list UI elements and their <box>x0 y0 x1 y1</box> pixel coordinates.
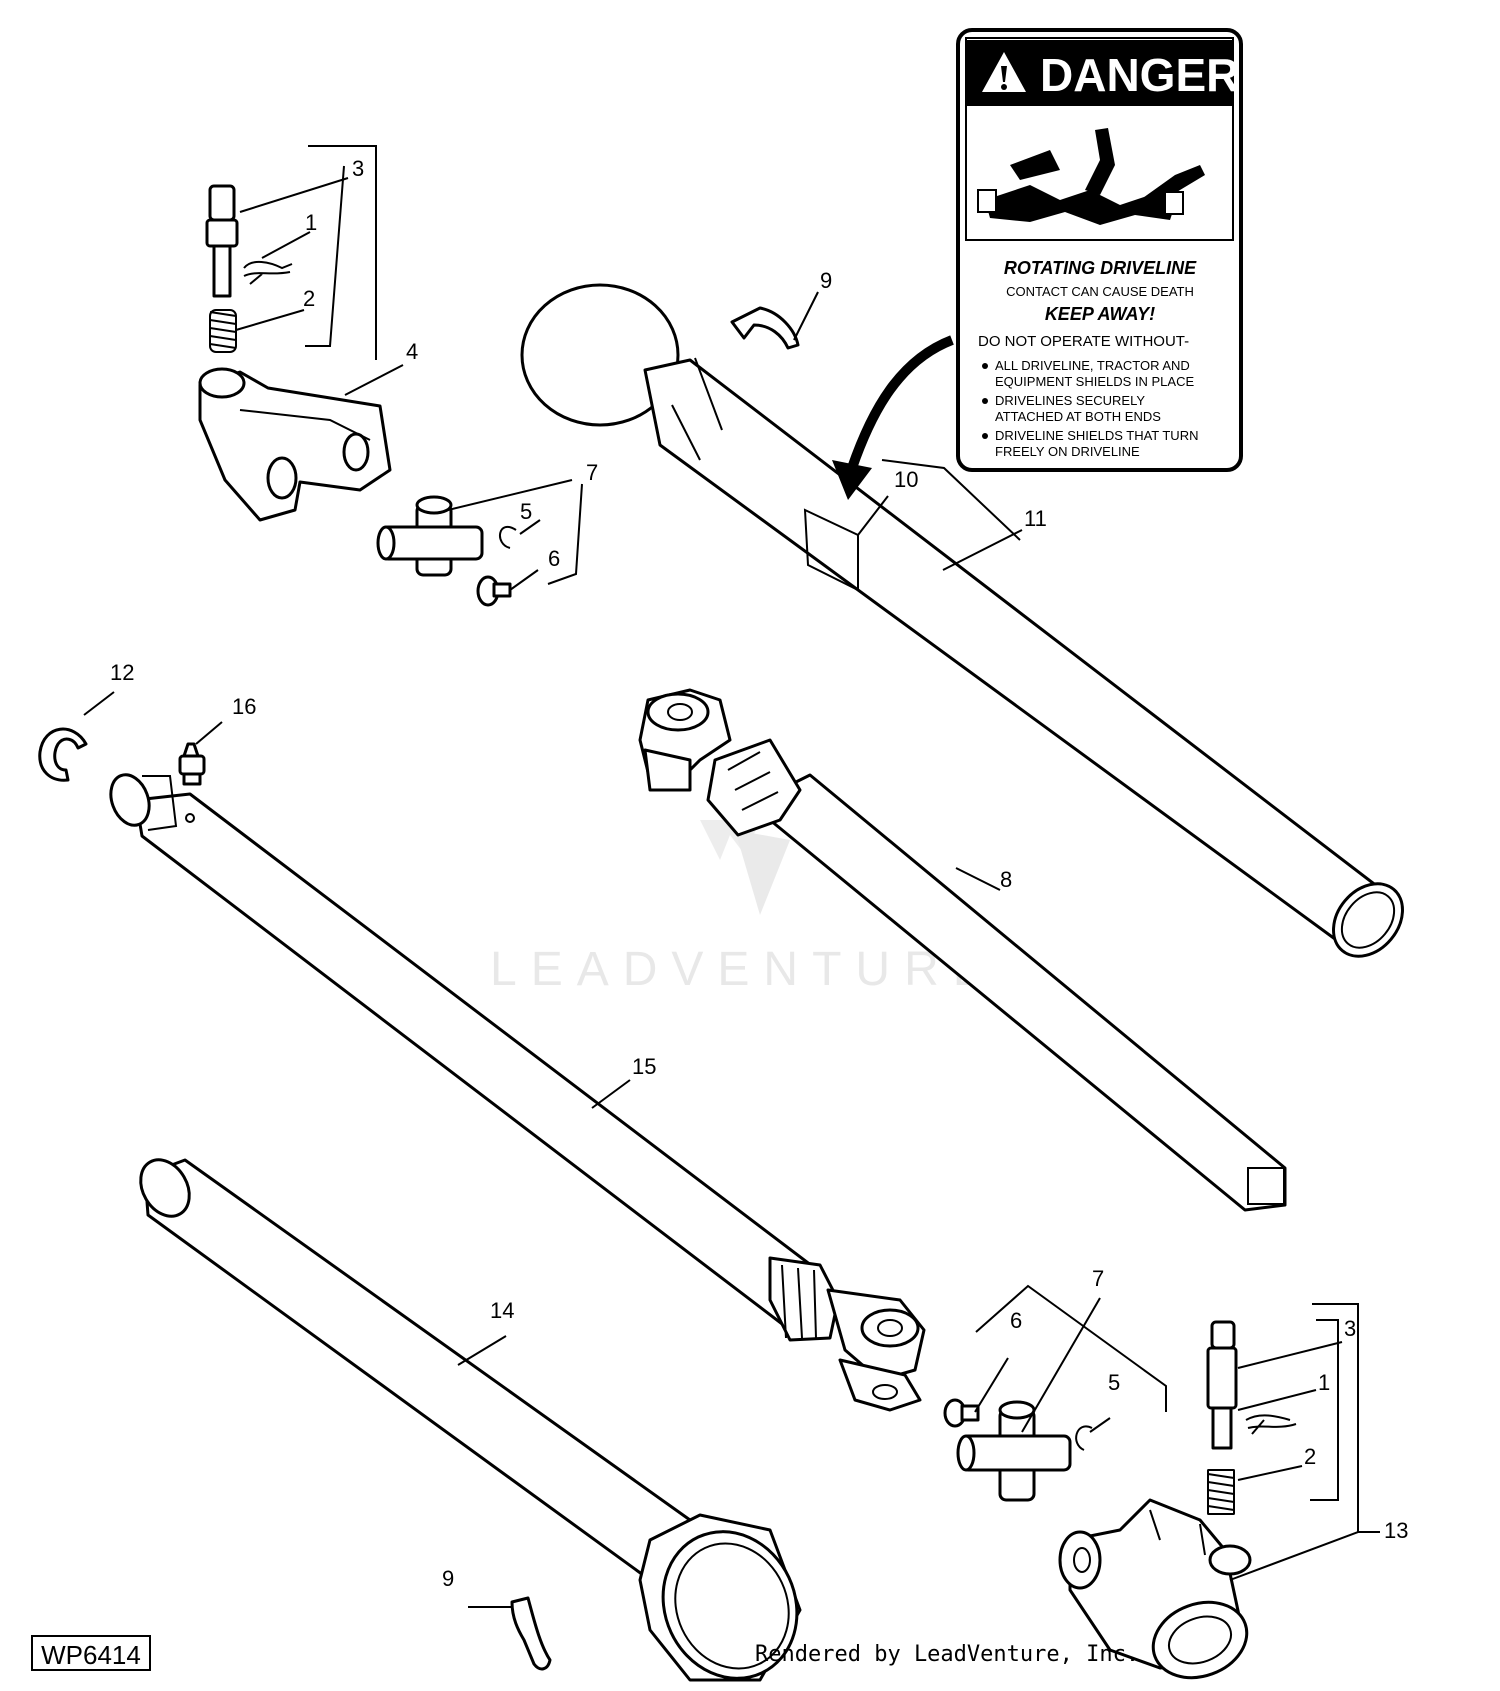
clip <box>243 261 293 285</box>
danger-line1: CONTACT CAN CAUSE DEATH <box>1006 284 1194 299</box>
grease-fitting-6a <box>476 575 512 607</box>
danger-do-not: DO NOT OPERATE WITHOUT- <box>978 333 1189 350</box>
callout-6b: 6 <box>1010 1308 1022 1333</box>
callout-9b: 9 <box>442 1566 454 1591</box>
figure-id-label: WP6414 <box>31 1635 151 1671</box>
snap-ring-5b <box>1075 1425 1093 1451</box>
danger-bullet2b: ATTACHED AT BOTH ENDS <box>995 409 1161 424</box>
danger-title: ROTATING DRIVELINE <box>1004 258 1197 278</box>
callout-numbers: 1 2 3 4 5 6 7 8 9 10 11 12 16 15 14 9 6 … <box>110 156 1408 1591</box>
callout-14: 14 <box>490 1298 514 1323</box>
callout-5b: 5 <box>1108 1370 1120 1395</box>
retaining-clip-9b <box>510 1596 552 1671</box>
callout-1a: 1 <box>305 210 317 235</box>
callout-6a: 6 <box>548 546 560 571</box>
callout-12: 12 <box>110 660 134 685</box>
grease-fitting-16 <box>178 742 206 786</box>
watermark-text: LEADVENTURE <box>490 943 999 996</box>
callout-15: 15 <box>632 1054 656 1079</box>
danger-keep-away: KEEP AWAY! <box>1045 304 1155 324</box>
callout-8: 8 <box>1000 867 1012 892</box>
danger-header: DANGER <box>1040 49 1239 101</box>
spring-b <box>1207 1469 1235 1515</box>
outer-shield-14 <box>139 1158 802 1682</box>
cross-and-bearing-b <box>956 1400 1072 1502</box>
yoke-upper <box>198 367 392 522</box>
snap-ring-5a <box>498 525 517 549</box>
callout-9a: 9 <box>820 268 832 293</box>
callout-11: 11 <box>1024 506 1047 531</box>
retaining-clip-9a <box>730 306 800 350</box>
inner-driveline-8 <box>638 688 1287 1212</box>
callout-2b: 2 <box>1304 1444 1316 1469</box>
callout-2a: 2 <box>303 286 315 311</box>
callout-3a: 3 <box>352 156 364 181</box>
callout-4: 4 <box>406 339 418 364</box>
callout-7b: 7 <box>1092 1266 1104 1291</box>
outer-shield-11 <box>520 283 1404 958</box>
render-credit: Rendered by LeadVenture, Inc. <box>755 1642 1140 1667</box>
callout-3b: 3 <box>1344 1316 1356 1341</box>
callout-5a: 5 <box>520 499 532 524</box>
danger-bullet2a: DRIVELINES SECURELY <box>995 393 1145 408</box>
cross-and-bearing <box>376 495 484 577</box>
spring <box>209 309 237 353</box>
callout-7a: 7 <box>586 460 598 485</box>
danger-decal: DANGER ROTATING DRIVELINE CONTACT CAN CA… <box>956 28 1243 472</box>
decal-arrow <box>832 335 954 500</box>
callout-10: 10 <box>894 467 918 492</box>
inner-driveline-15 <box>109 773 926 1412</box>
lock-pin-b <box>1206 1320 1238 1450</box>
leader-lines <box>83 145 1380 1608</box>
yoke-13 <box>1058 1498 1252 1680</box>
snap-ring-12 <box>38 727 88 782</box>
entanglement-icon <box>977 128 1205 225</box>
leadventure-watermark: LEADVENTURE <box>490 820 999 996</box>
callout-16: 16 <box>232 694 256 719</box>
danger-bullet3a: DRIVELINE SHIELDS THAT TURN <box>995 428 1198 443</box>
danger-bullet3b: FREELY ON DRIVELINE <box>995 444 1140 459</box>
callout-1b: 1 <box>1318 1370 1330 1395</box>
decal-10 <box>803 508 859 592</box>
clip-b <box>1245 1414 1297 1435</box>
callout-13: 13 <box>1384 1518 1408 1543</box>
lock-pin <box>205 184 239 298</box>
danger-bullet1a: ALL DRIVELINE, TRACTOR AND <box>995 358 1190 373</box>
grease-fitting-6b <box>943 1398 980 1428</box>
danger-bullet1b: EQUIPMENT SHIELDS IN PLACE <box>995 374 1194 389</box>
